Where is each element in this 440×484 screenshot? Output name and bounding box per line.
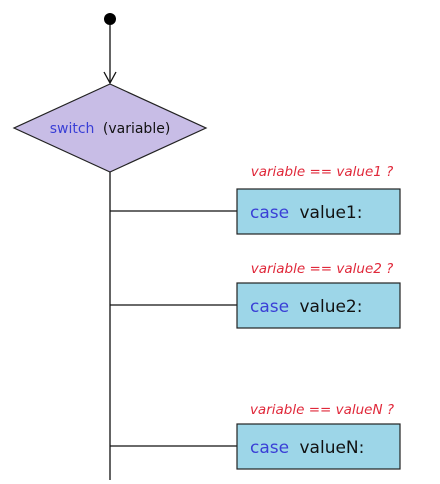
case-2-value: value2: — [300, 297, 363, 317]
case-1-label: case value1: — [250, 203, 362, 223]
switch-label: switch (variable) — [50, 121, 171, 137]
case-2-label: case value2: — [250, 297, 362, 317]
switch-keyword: switch — [50, 121, 95, 137]
entry-arrowhead — [103, 71, 117, 85]
case-1-box — [236, 188, 401, 235]
start-node — [104, 13, 116, 25]
case-2-box — [236, 282, 401, 329]
case-2-condition: variable == value2 ? — [251, 261, 394, 277]
case-1-value: value1: — [300, 203, 363, 223]
case-n-condition: variable == valueN ? — [250, 402, 394, 418]
case-n-keyword: case — [250, 438, 289, 458]
case-n-box — [236, 423, 401, 470]
case-n-value: valueN: — [300, 438, 365, 458]
case-1-condition: variable == value1 ? — [251, 164, 394, 180]
switch-argument: (variable) — [103, 121, 170, 137]
case-2-keyword: case — [250, 297, 289, 317]
case-n-label: case valueN: — [250, 438, 364, 458]
case-1-keyword: case — [250, 203, 289, 223]
